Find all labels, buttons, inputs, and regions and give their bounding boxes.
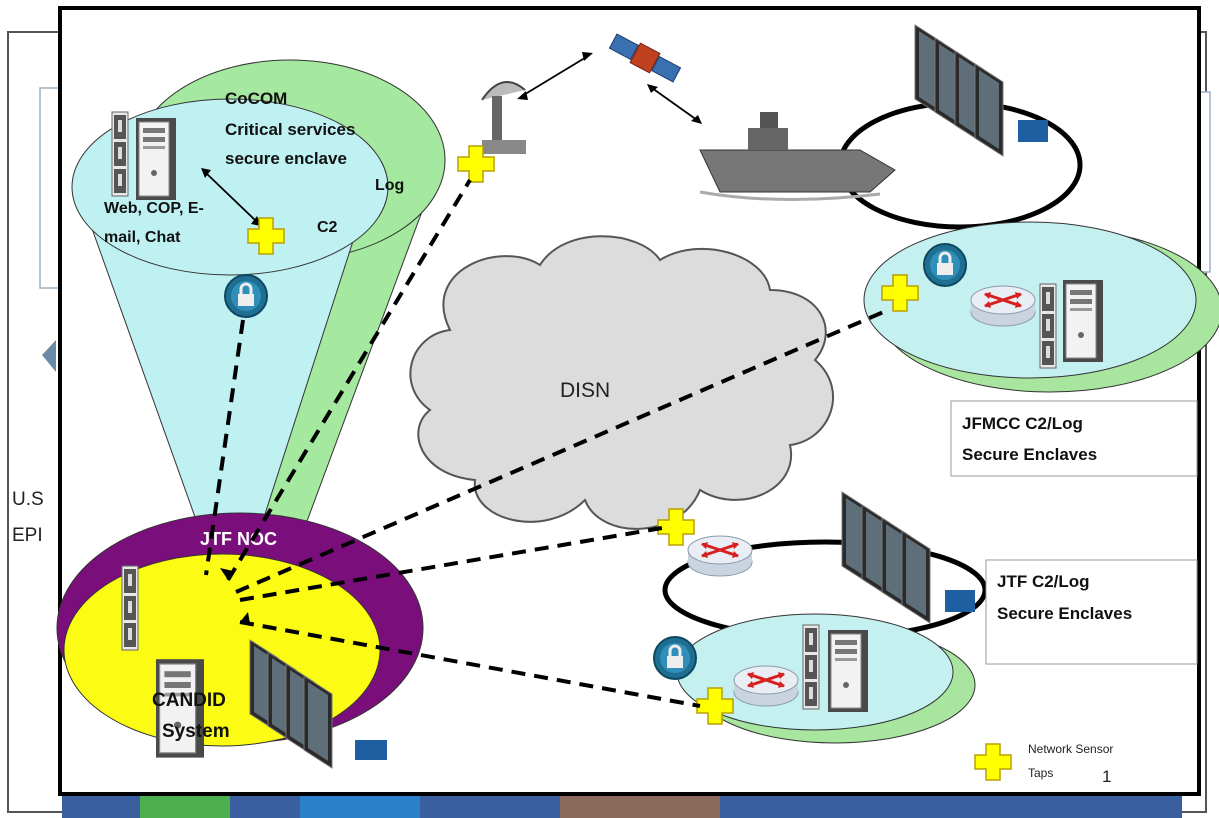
cocom-subtitle-2: secure enclave: [225, 149, 347, 168]
satellite-icon: [608, 33, 682, 83]
page-number: 1: [1102, 767, 1111, 786]
jfmcc-rack-icon: [1039, 283, 1057, 369]
legend-label-1: Network Sensor: [1028, 742, 1113, 756]
legend: Network Sensor Taps 1: [974, 742, 1113, 786]
jfmcc-label-2: Secure Enclaves: [962, 445, 1097, 464]
candid-label-1: CANDID: [152, 690, 226, 711]
cocom-link: [206, 173, 256, 221]
cocom-rack-icon: [111, 111, 129, 197]
jtf-rack-icon: [802, 624, 820, 710]
jfmcc-workstation-icon: [1018, 120, 1048, 142]
cocom-server-icon: [135, 117, 177, 201]
jfmcc-lock-icon: [922, 242, 968, 288]
ship-icon: [699, 112, 896, 202]
jtf-lock-icon: [652, 635, 698, 681]
jtf-workstation-icon: [945, 590, 975, 612]
cocom-c2-label: C2: [317, 219, 338, 236]
jfmcc-enclave: JFMCC C2/Log Secure Enclaves: [699, 24, 1219, 477]
cocom-subtitle-1: Critical services: [225, 120, 355, 139]
jfmcc-server-icon: [1062, 279, 1104, 363]
cocom-services-2: mail, Chat: [104, 229, 181, 246]
cocom-log-label: Log: [375, 177, 404, 194]
jtf-label-2: Secure Enclaves: [997, 604, 1132, 623]
jtf-router-icon: [732, 664, 800, 708]
link-jfmcc-noc: [235, 308, 889, 594]
dish-antenna-icon: [481, 81, 526, 154]
link-router-noc: [239, 526, 663, 602]
jfmcc-router-icon: [969, 284, 1037, 328]
background-text-epi: EPI: [12, 525, 43, 546]
dashed-links: [204, 178, 889, 708]
link-dish-noc: [226, 178, 472, 582]
cocom-lock-icon: [223, 273, 269, 319]
disn-label: DISN: [560, 379, 610, 402]
satellite-group: [457, 33, 702, 183]
jtf-server-icon: [827, 629, 869, 713]
jfmcc-label-1: JFMCC C2/Log: [962, 414, 1083, 433]
jtf-noc: JTF NOC CANDID System: [56, 512, 424, 769]
candid-label-2: System: [162, 721, 230, 742]
jtf-label-1: JTF C2/Log: [997, 572, 1090, 591]
jtf-core-router-icon: [686, 534, 754, 578]
noc-workstation-icon: [355, 740, 387, 760]
legend-label-2: Taps: [1028, 766, 1053, 780]
disn-cloud: DISN: [409, 235, 834, 530]
cocom-title: CoCOM: [225, 89, 287, 108]
cocom-services-1: Web, COP, E-: [104, 200, 204, 217]
noc-rack-icon: [121, 565, 139, 651]
link-jtf-noc: [239, 620, 701, 708]
link-cocom-noc: [204, 319, 245, 576]
jtf-enclave: JTF C2/Log Secure Enclaves: [652, 491, 1198, 744]
background-text-us: U.S: [12, 489, 44, 510]
cocom-enclave: CoCOM Critical services secure enclave L…: [71, 59, 446, 546]
